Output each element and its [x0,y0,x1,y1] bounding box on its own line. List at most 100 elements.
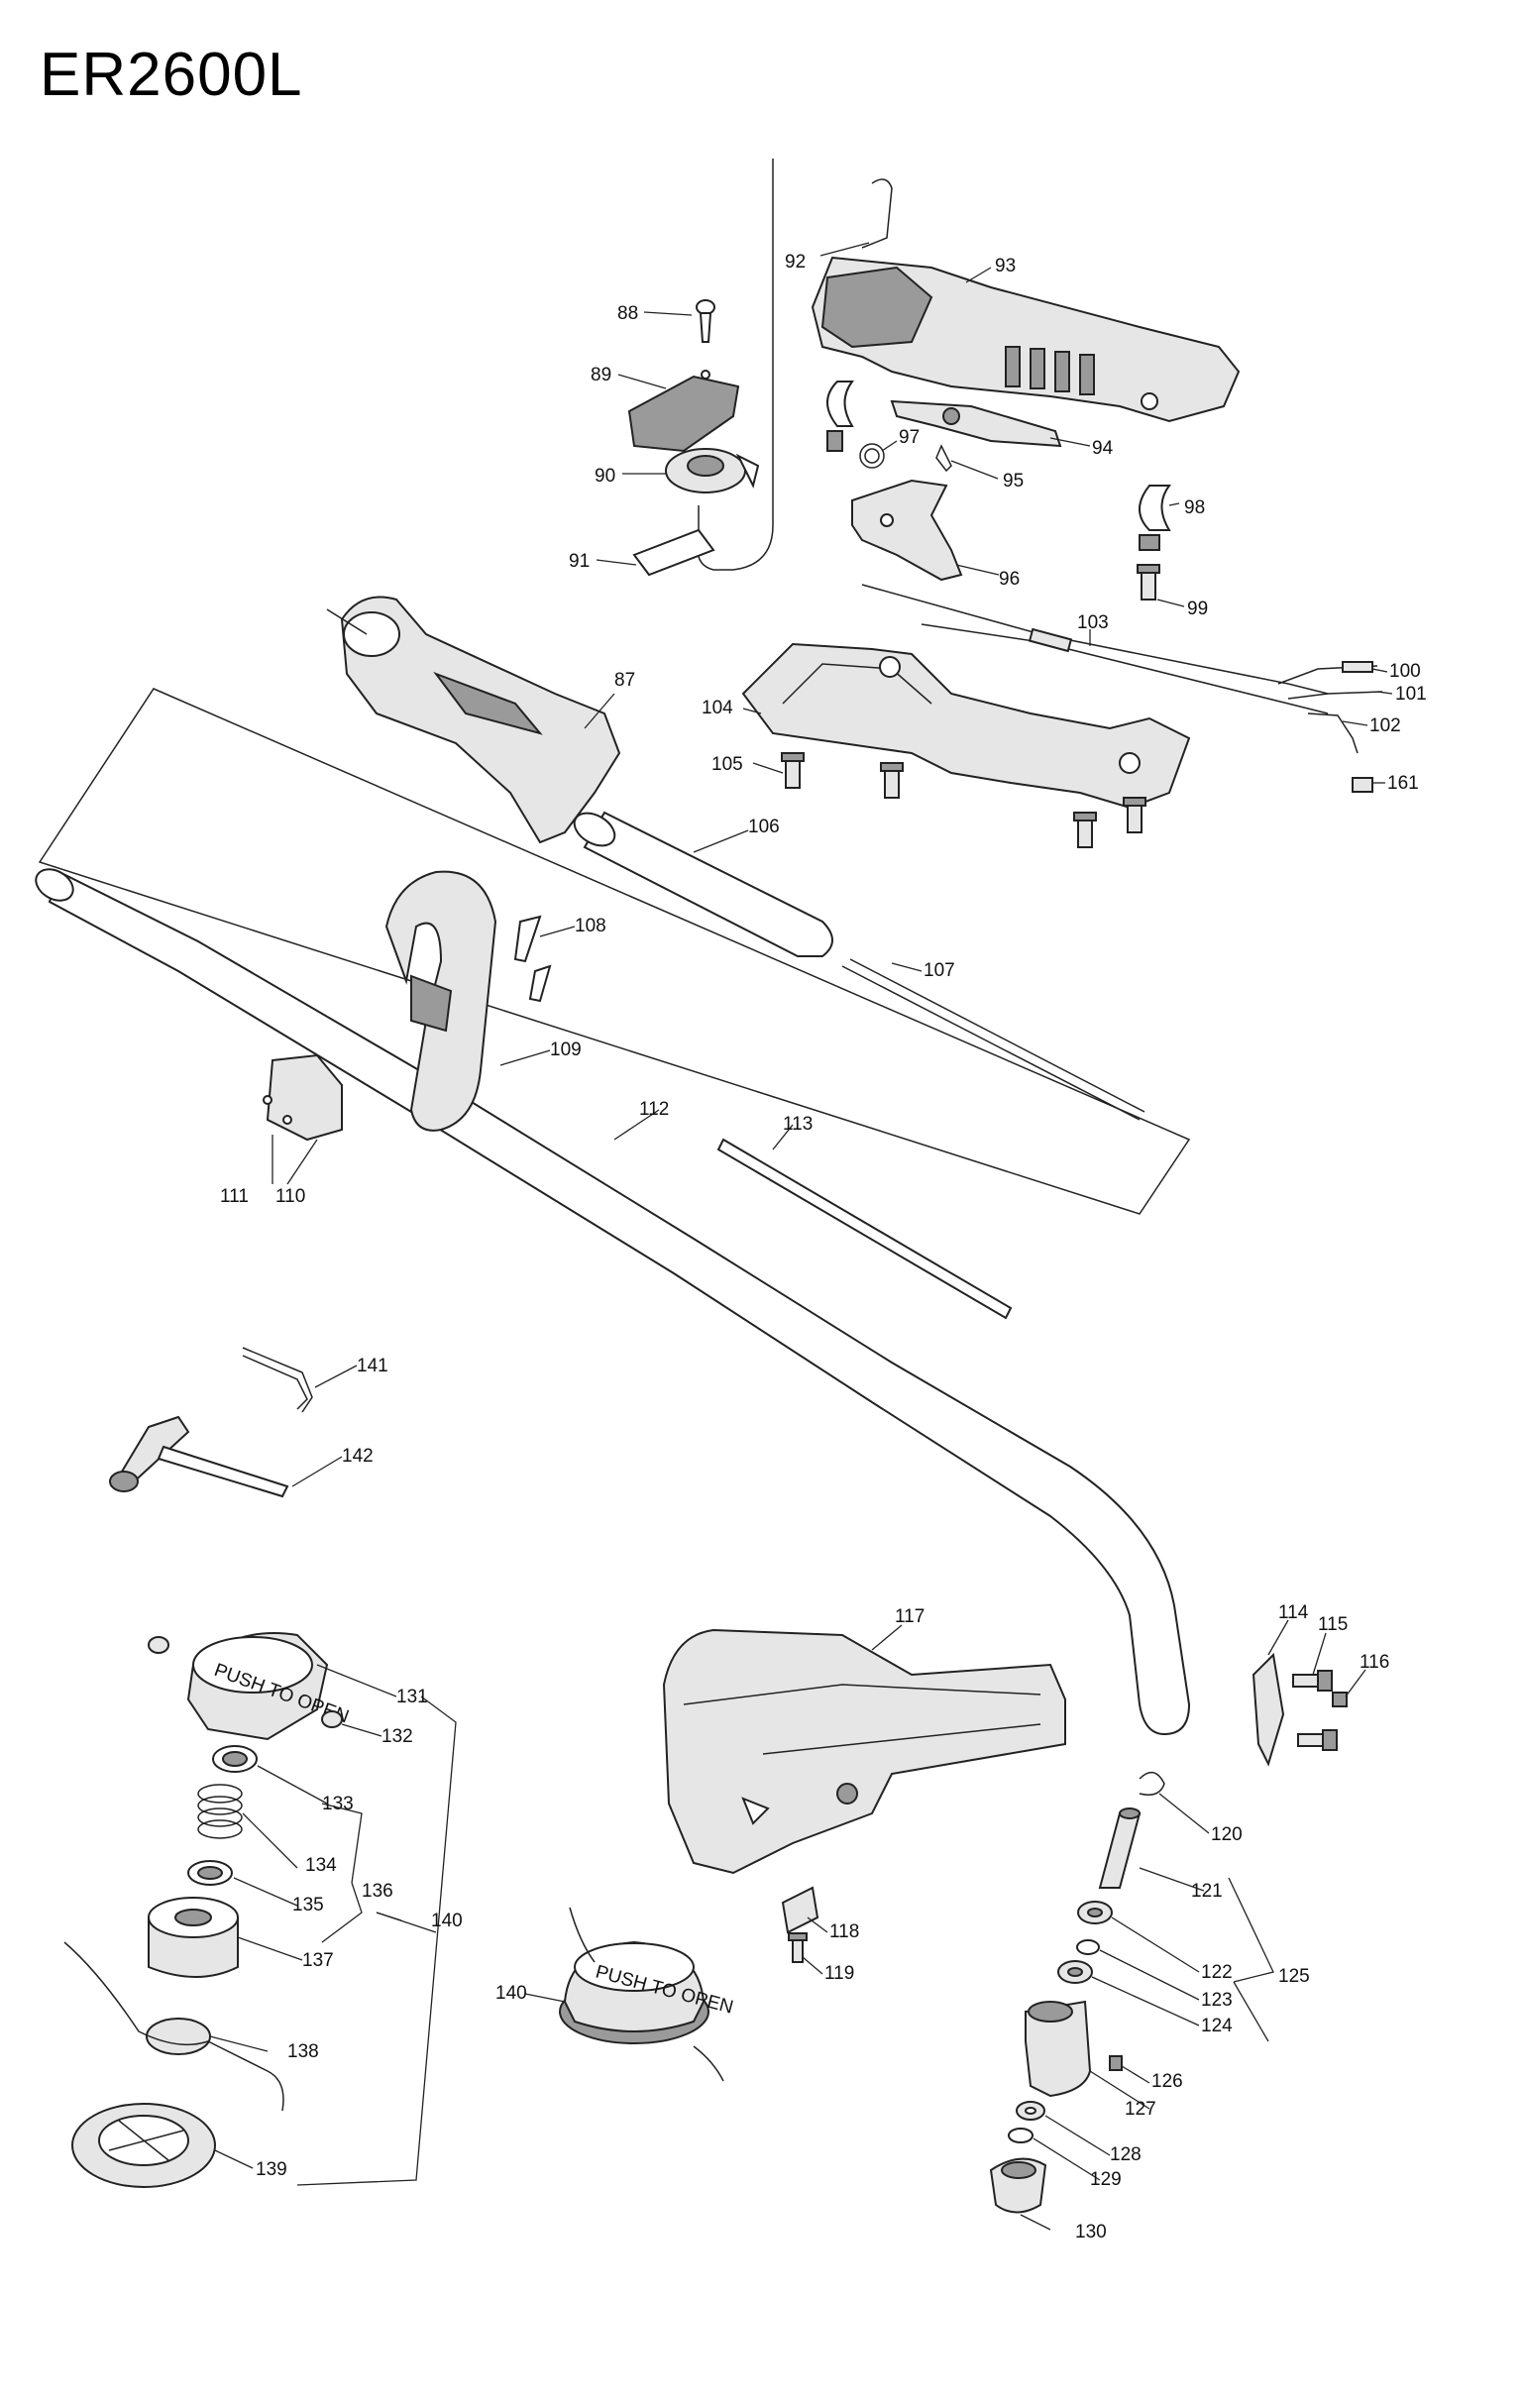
knob-small [148,1636,169,1654]
label-117: 117 [895,1606,925,1627]
rod-107 [841,958,1145,1121]
label-139: 139 [256,2159,287,2180]
lever-94 [890,399,1062,448]
screw-99 [1137,564,1160,601]
cup-130 [989,2157,1047,2214]
label-104: 104 [702,698,733,718]
housing-104 [741,642,1191,810]
label-99: 99 [1187,599,1208,619]
label-131: 131 [396,1687,428,1707]
label-133: 133 [322,1794,354,1814]
label-114: 114 [1278,1602,1309,1623]
label-161: 161 [1387,773,1419,794]
label-93: 93 [995,256,1016,276]
pin-95 [935,444,952,473]
label-103: 103 [1077,612,1109,633]
connector-161 [1352,777,1373,793]
label-101: 101 [1395,684,1427,705]
ring-133 [212,1745,258,1773]
label-90: 90 [595,466,615,487]
leader-lines [209,242,1393,2231]
label-141: 141 [357,1356,388,1376]
label-108: 108 [575,916,606,936]
label-123: 123 [1201,1990,1233,2011]
label-129: 129 [1090,2169,1122,2190]
label-96: 96 [999,569,1020,590]
washer-129 [1008,2128,1034,2143]
label-136: 136 [362,1881,393,1902]
shaft-tube-112 [35,868,1191,1736]
spring-97 [859,443,885,469]
label-140-head: 140 [495,1983,527,2004]
bearing-122 [1077,1901,1113,1924]
label-135: 135 [292,1895,324,1915]
label-106: 106 [748,817,780,837]
flex-shaft-113 [716,1138,1013,1320]
label-95: 95 [1003,471,1024,492]
label-105: 105 [711,754,743,775]
spool-137 [148,1897,239,1978]
clamp-98 [1139,485,1171,551]
knob-90 [665,448,760,493]
label-98: 98 [1184,497,1205,518]
bracket-118 [781,1886,819,1934]
label-128: 128 [1110,2144,1142,2165]
label-119: 119 [824,1963,854,1984]
bolt-115 [1292,1670,1333,1692]
label-109: 109 [550,1040,582,1060]
washer-128 [1016,2101,1045,2121]
pins-108 [513,915,552,1003]
label-94: 94 [1092,438,1114,459]
tube-106 [573,811,833,957]
loop-handle-109 [384,870,497,1132]
label-107: 107 [924,960,955,981]
label-102: 102 [1369,715,1401,736]
socket-wrench-142 [109,1415,289,1498]
screws-105 [781,752,1146,848]
screw-119 [788,1932,808,1963]
label-112: 112 [639,1099,669,1120]
handle-cover-93 [811,256,1241,423]
label-121: 121 [1191,1881,1223,1902]
shaft-121 [1098,1807,1142,1889]
label-137: 137 [302,1950,334,1971]
label-97: 97 [899,427,920,448]
label-138: 138 [287,2041,319,2062]
rear-grip-87 [326,596,621,844]
label-126: 126 [1151,2071,1183,2092]
trimmer-head-140: PUSH TO OPEN [559,1907,735,2082]
housing-139 [71,2103,216,2188]
plate-91 [632,528,715,577]
label-110: 110 [275,1186,305,1207]
label-134: 134 [305,1855,337,1876]
guard-117 [662,1628,1066,1875]
label-111: 111 [220,1186,249,1207]
label-87: 87 [614,670,635,691]
wires-100-102 [1277,661,1383,754]
hex-key-141 [242,1347,313,1413]
label-130: 130 [1075,2222,1107,2243]
label-113: 113 [783,1114,813,1135]
label-100: 100 [1389,661,1421,682]
bolt-116 [1332,1692,1348,1707]
label-142: 142 [342,1446,374,1467]
label-132: 132 [381,1726,413,1747]
outer-shaft-outline [38,688,1191,1215]
eyelet-132 [321,1710,343,1728]
label-124: 124 [1201,2016,1233,2036]
clamp-left [826,381,854,452]
label-92: 92 [785,252,806,273]
label-125: 125 [1278,1966,1310,1987]
cover-89 [627,375,740,453]
label-115: 115 [1318,1614,1348,1635]
snap-ring-120 [1139,1771,1165,1796]
washer-123 [1076,1939,1100,1955]
bolt-lower [1297,1729,1338,1751]
bearing-124 [1057,1960,1093,1984]
label-120: 120 [1211,1824,1243,1845]
model-title: ER2600L [40,41,303,109]
screw-88 [696,299,715,380]
gear-case-127 [1025,2000,1092,2098]
label-122: 122 [1201,1962,1233,1983]
label-89: 89 [591,365,611,385]
